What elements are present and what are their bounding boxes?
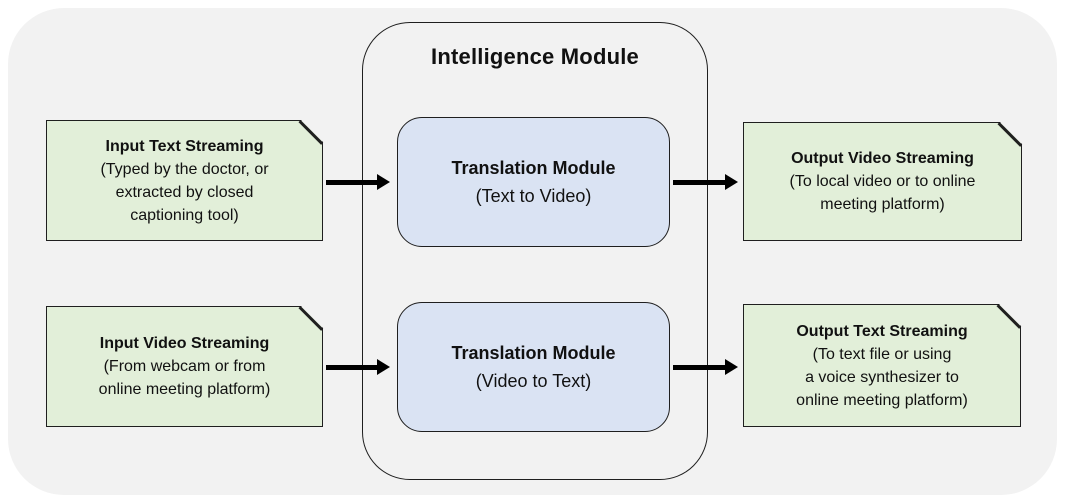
box-title: Translation Module bbox=[451, 158, 616, 178]
arrow-shaft bbox=[326, 364, 377, 370]
box-title: Input Video Streaming bbox=[99, 335, 270, 352]
output-video-streaming-box: Output Video Streaming (To local video o… bbox=[743, 121, 1023, 241]
box-body: (To local video or to online meeting pla… bbox=[789, 173, 976, 213]
box-title: Input Text Streaming bbox=[105, 137, 264, 155]
flow-arrow-module-to-output-video-icon bbox=[673, 174, 738, 190]
arrow-head bbox=[725, 174, 738, 190]
box-title: Translation Module bbox=[451, 343, 616, 363]
box-title: Output Video Streaming bbox=[791, 150, 974, 167]
arrow-head bbox=[377, 359, 390, 375]
translation-module-text-to-video-box: Translation Module (Text to Video) bbox=[397, 117, 670, 247]
intelligence-module-container bbox=[362, 22, 708, 480]
flow-arrow-input-video-to-module-icon bbox=[326, 359, 390, 375]
input-text-streaming-box: Input Text Streaming (Typed by the docto… bbox=[46, 119, 324, 241]
box-body: (Typed by the doctor, or extracted by cl… bbox=[100, 160, 269, 224]
arrow-shaft bbox=[326, 179, 377, 185]
box-body: (From webcam or from online meeting plat… bbox=[98, 358, 271, 398]
translation-module-video-to-text-box: Translation Module (Video to Text) bbox=[397, 302, 670, 432]
box-body: (To text file or using a voice synthesiz… bbox=[796, 345, 968, 409]
output-text-streaming-box: Output Text Streaming (To text file or u… bbox=[743, 303, 1022, 427]
flow-arrow-module-to-output-text-icon bbox=[673, 359, 738, 375]
box-body: (Video to Text) bbox=[475, 371, 592, 391]
intelligence-module-title: Intelligence Module bbox=[431, 44, 639, 69]
flow-arrow-input-text-to-module-icon bbox=[326, 174, 390, 190]
arrow-head bbox=[377, 174, 390, 190]
input-video-streaming-box: Input Video Streaming (From webcam or fr… bbox=[46, 305, 324, 427]
box-body: (Text to Video) bbox=[475, 186, 592, 206]
box-title: Output Text Streaming bbox=[796, 322, 968, 340]
arrow-shaft bbox=[673, 364, 725, 370]
arrow-head bbox=[725, 359, 738, 375]
arrow-shaft bbox=[673, 179, 725, 185]
